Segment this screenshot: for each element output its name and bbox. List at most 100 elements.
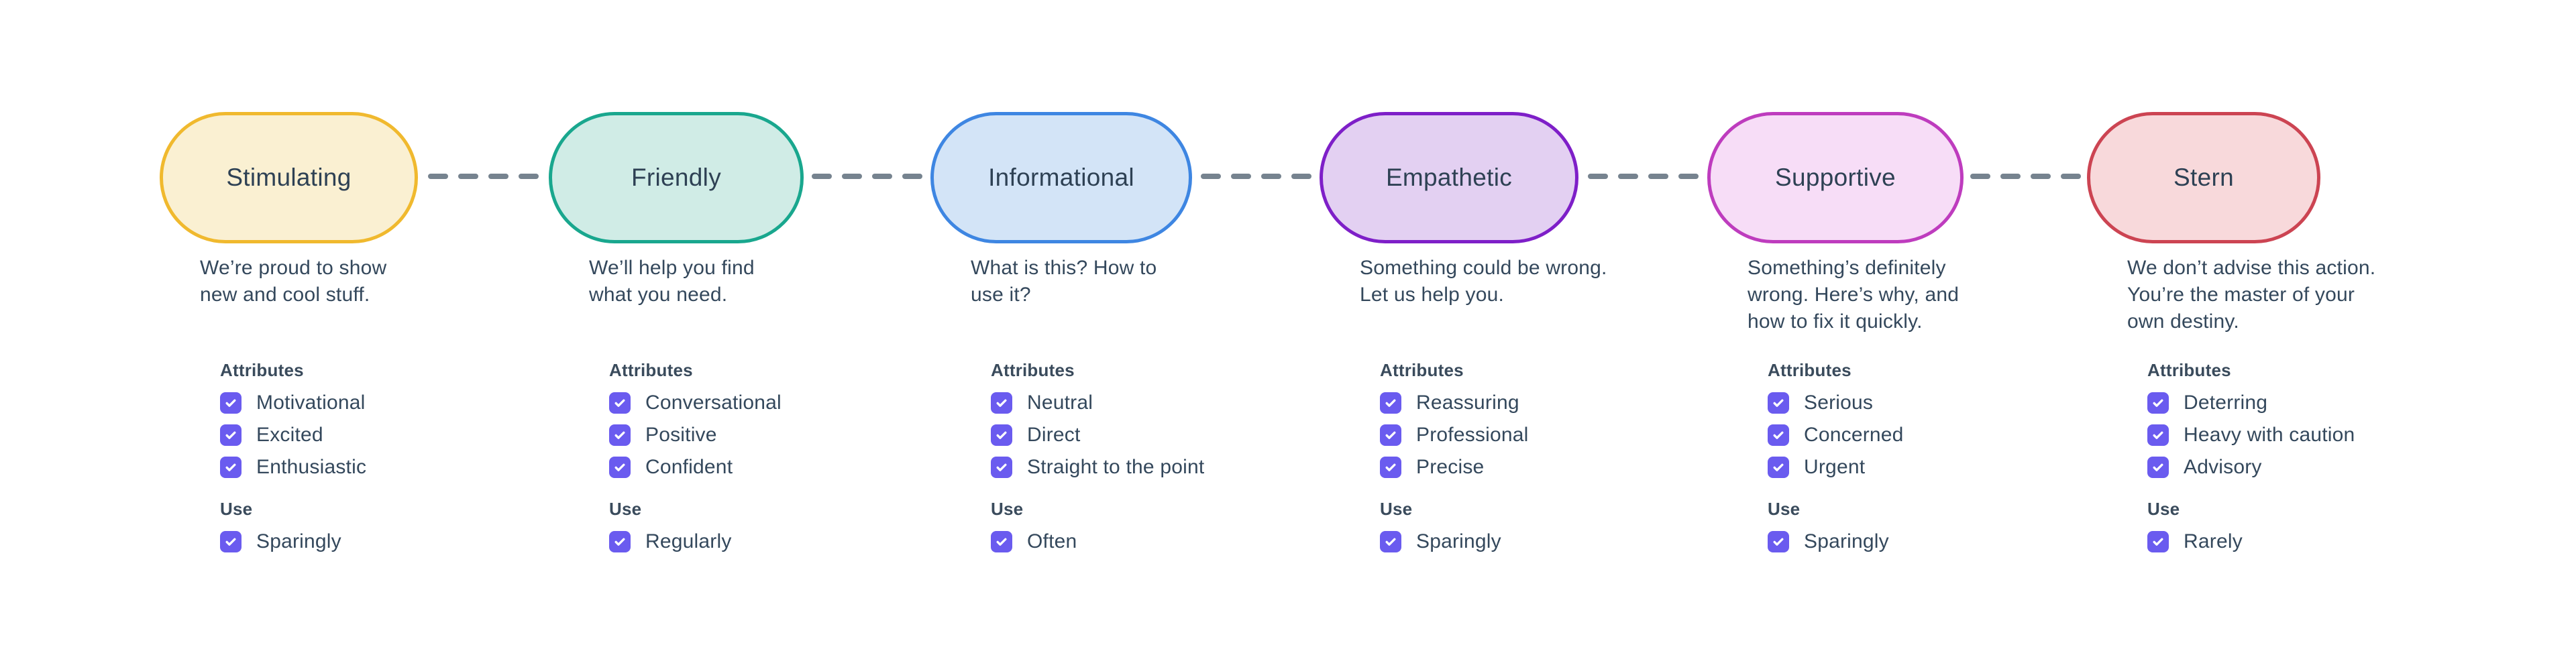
attribute-row: Serious [1768,387,1904,419]
dashed-connector [1582,174,1704,179]
attribute-row: Conversational [609,387,782,419]
dashed-connector [1967,174,2084,179]
attribute-row: Precise [1380,451,1529,483]
dash [519,174,539,179]
tone-description: We don’t advise this action. You’re the … [2127,257,2376,333]
checkmark-icon [2153,538,2163,546]
checkmark-icon [996,431,1007,439]
tone-pill-supportive: Supportive [1707,112,1964,243]
attribute-row: Neutral [991,387,1204,419]
attribute-label: Enthusiastic [256,456,367,478]
checkmark-icon [1773,431,1784,439]
checkbox-checked[interactable] [2147,531,2169,552]
use-heading: Use [609,499,642,519]
dash [872,174,892,179]
attribute-label: Positive [645,424,717,446]
checkbox-checked[interactable] [1768,392,1789,414]
dash [1200,174,1221,179]
tone-title: Supportive [1775,164,1896,191]
checkbox-checked[interactable] [991,531,1012,552]
checkbox-checked[interactable] [1380,392,1401,414]
use-heading: Use [2147,499,2180,519]
use-row: Sparingly [220,526,341,558]
dash [2030,174,2051,179]
attributes-heading: Attributes [1768,360,1851,380]
dash [2000,174,2021,179]
checkbox-checked[interactable] [609,392,631,414]
tone-column-empathetic: Empathetic Something could be wrong. Let… [1320,0,1722,649]
checkbox-checked[interactable] [2147,424,2169,446]
checkbox-checked[interactable] [1380,457,1401,478]
attribute-row: Concerned [1768,419,1904,451]
tone-column-stern: Stern We don’t advise this action. You’r… [2087,0,2523,649]
use-section: Use Regularly [609,497,732,558]
tone-pill-empathetic: Empathetic [1320,112,1578,243]
attributes-section: Attributes Motivational Excited Enthusia… [220,359,366,483]
attribute-label: Confident [645,456,733,478]
attribute-row: Confident [609,451,782,483]
checkbox-checked[interactable] [2147,457,2169,478]
checkmark-icon [1773,463,1784,471]
use-value-label: Sparingly [1416,530,1501,552]
tone-description: Something’s definitely wrong. Here’s why… [1748,257,1960,333]
checkmark-icon [2153,399,2163,407]
checkmark-icon [225,463,236,471]
checkbox-checked[interactable] [1380,424,1401,446]
attribute-label: Concerned [1804,424,1904,446]
checkmark-icon [614,538,625,546]
checkbox-checked[interactable] [220,457,241,478]
checkbox-checked[interactable] [1768,424,1789,446]
attribute-row: Straight to the point [991,451,1204,483]
use-row: Regularly [609,526,732,558]
checkbox-checked[interactable] [2147,392,2169,414]
dashed-connector [1195,174,1316,179]
dash [1260,174,1281,179]
use-row: Sparingly [1380,526,1501,558]
checkbox-checked[interactable] [991,392,1012,414]
dash [1970,174,1990,179]
attribute-label: Neutral [1027,392,1093,414]
checkbox-checked[interactable] [220,531,241,552]
checkbox-checked[interactable] [220,424,241,446]
tone-title: Friendly [631,164,721,191]
checkbox-checked[interactable] [609,424,631,446]
attribute-row: Heavy with caution [2147,419,2355,451]
attribute-label: Urgent [1804,456,1866,478]
checkbox-checked[interactable] [220,392,241,414]
attributes-section: Attributes Neutral Direct Straight to th… [991,359,1204,483]
checkbox-checked[interactable] [609,457,631,478]
attribute-row: Motivational [220,387,366,419]
attributes-heading: Attributes [1380,360,1464,380]
use-section: Use Often [991,497,1077,558]
attributes-section: Attributes Reassuring Professional Preci… [1380,359,1529,483]
checkbox-checked[interactable] [991,457,1012,478]
use-section: Use Rarely [2147,497,2243,558]
checkmark-icon [996,538,1007,546]
attribute-row: Urgent [1768,451,1904,483]
checkmark-icon [1385,399,1396,407]
tone-column-informational: Informational What is this? How to use i… [930,0,1333,649]
attribute-label: Reassuring [1416,392,1519,414]
tone-pill-stern: Stern [2087,112,2320,243]
use-section: Use Sparingly [1380,497,1501,558]
attribute-label: Serious [1804,392,1874,414]
attribute-row: Direct [991,419,1204,451]
dash [1291,174,1311,179]
attribute-label: Deterring [2184,392,2268,414]
attributes-section: Attributes Conversational Positive Confi… [609,359,782,483]
dashed-connector [807,174,927,179]
dashed-connector [421,174,545,179]
checkbox-checked[interactable] [1380,531,1401,552]
dash [2060,174,2081,179]
dash [842,174,862,179]
checkbox-checked[interactable] [1768,457,1789,478]
tone-column-supportive: Supportive Something’s definitely wrong.… [1707,0,2110,649]
checkmark-icon [1773,538,1784,546]
dash [488,174,508,179]
checkbox-checked[interactable] [991,424,1012,446]
tone-pill-informational: Informational [930,112,1192,243]
checkbox-checked[interactable] [609,531,631,552]
checkbox-checked[interactable] [1768,531,1789,552]
attribute-label: Excited [256,424,323,446]
tone-title: Stern [2174,164,2234,191]
